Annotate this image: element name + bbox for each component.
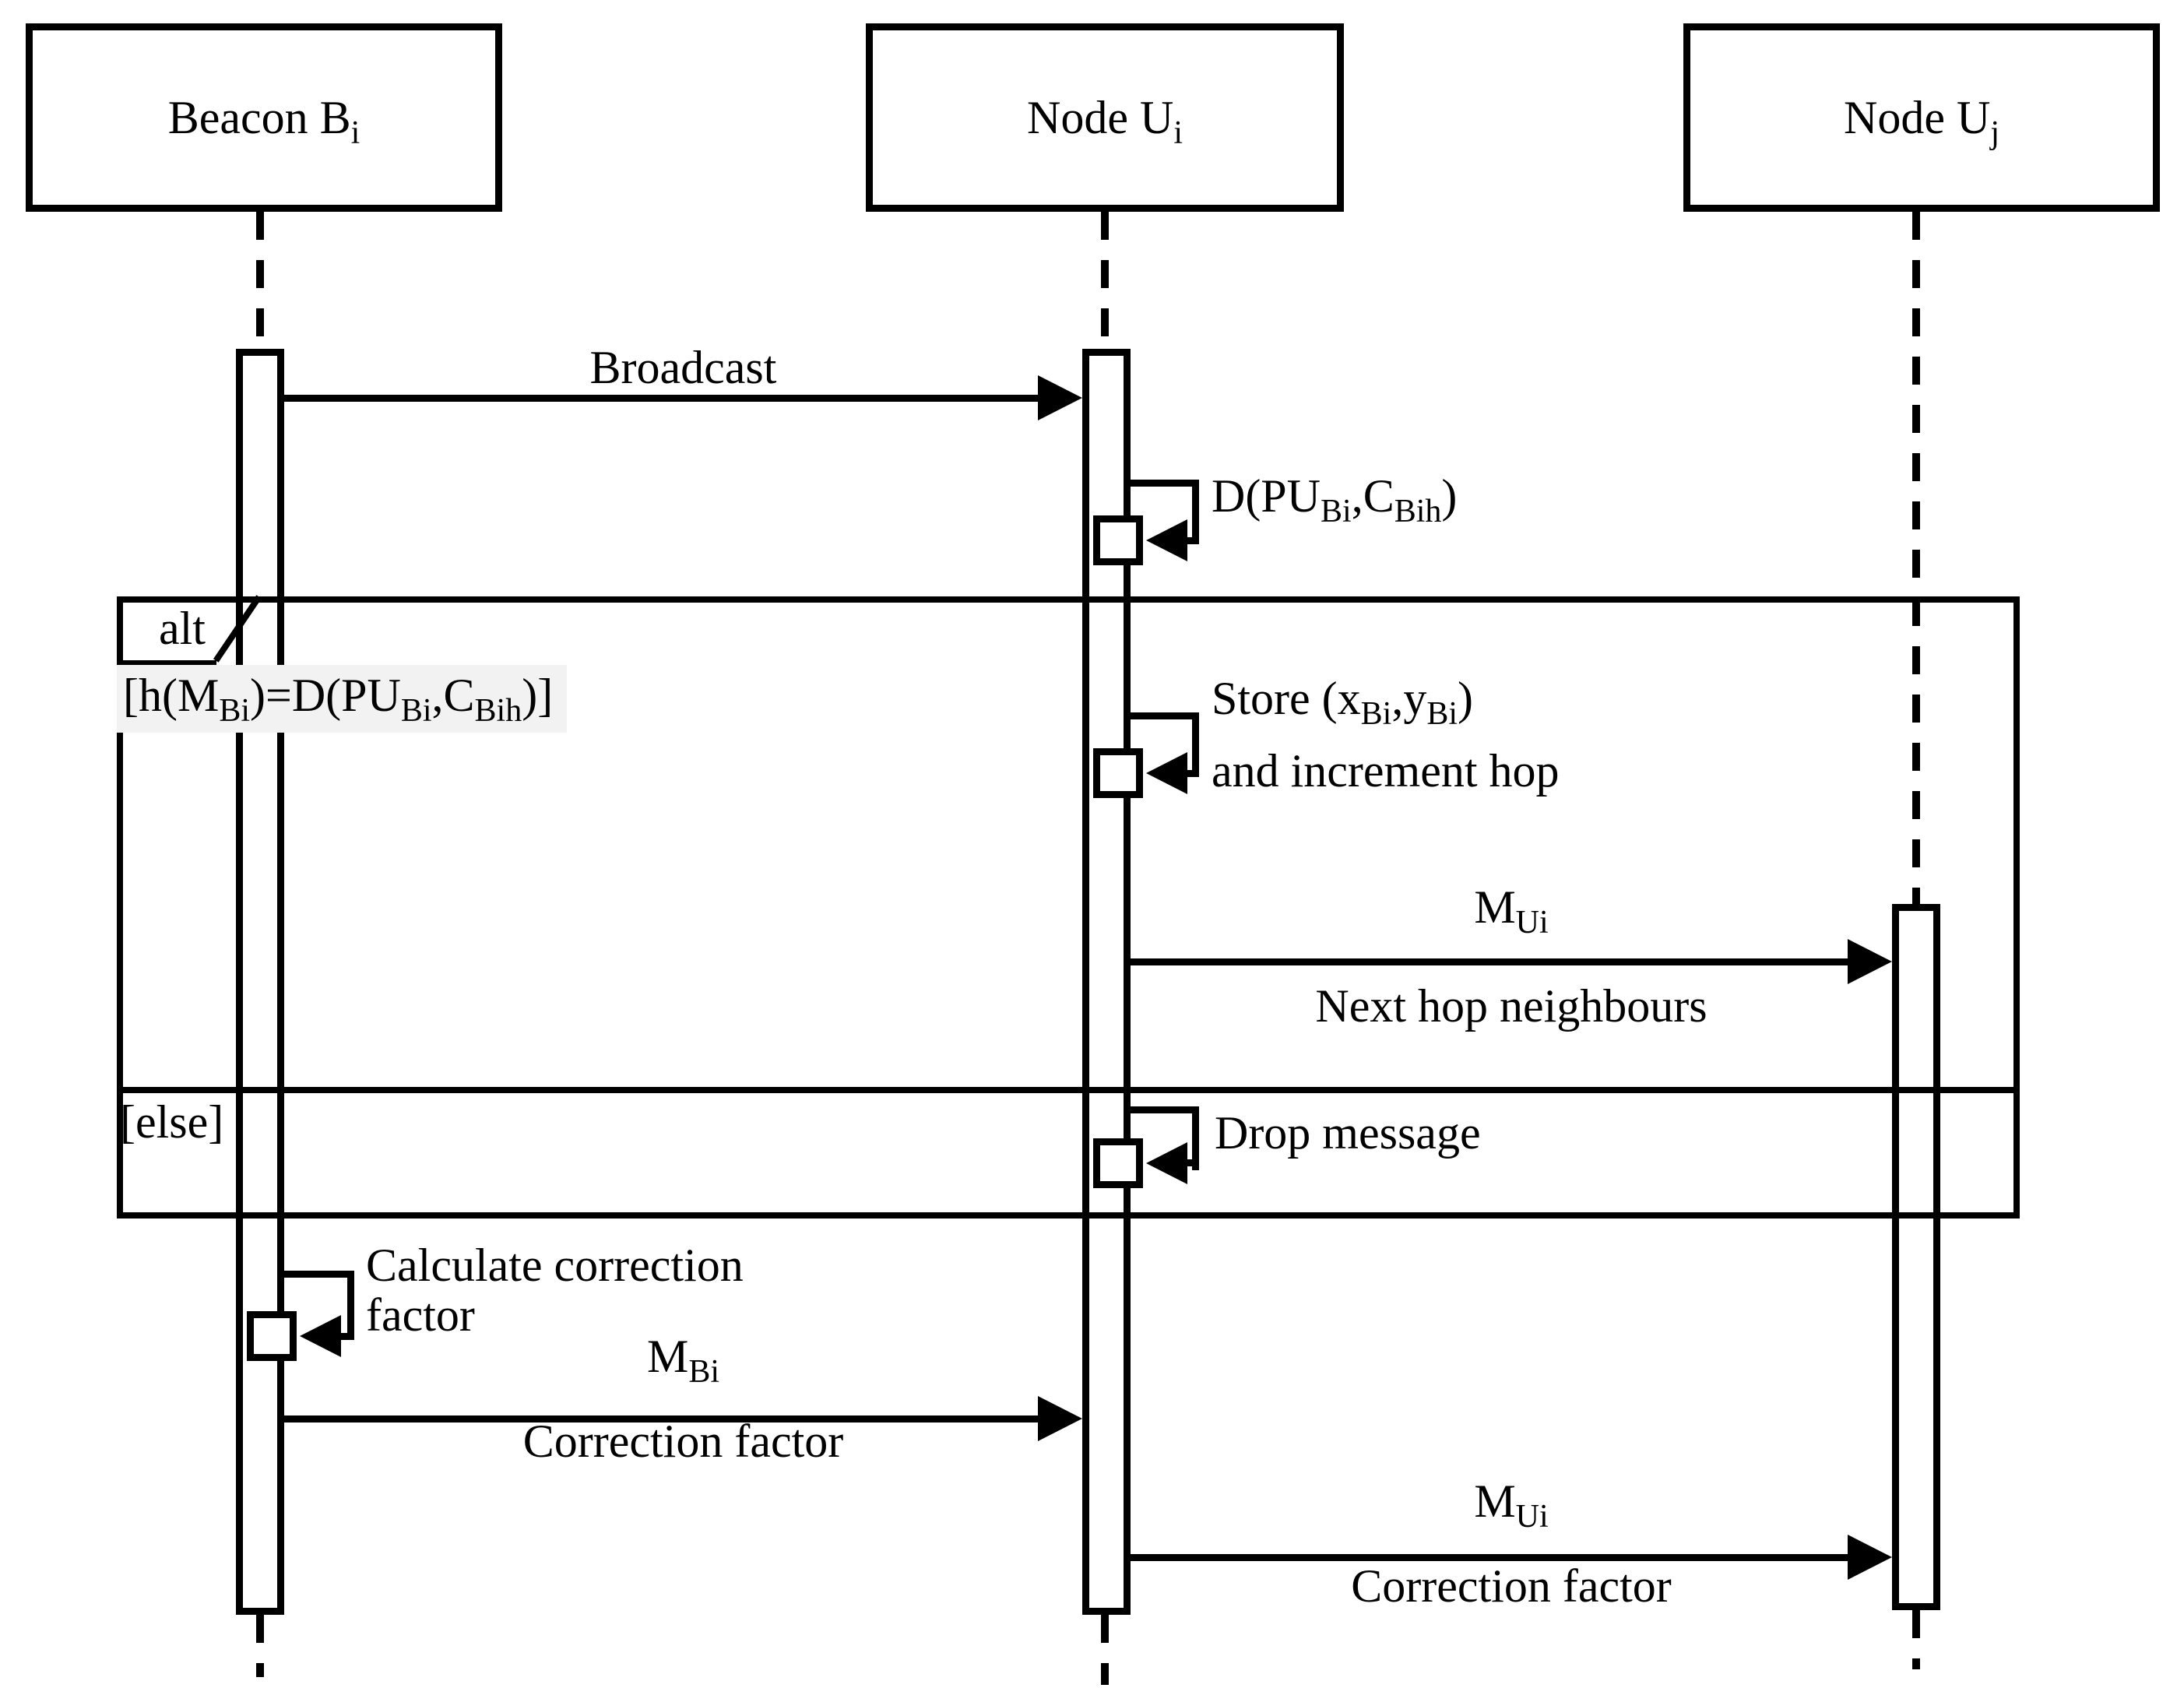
lifeline-beacon-upper — [256, 212, 264, 349]
lifeline-node-ui-upper — [1101, 212, 1109, 349]
lifeline-node-ui-lower — [1101, 1615, 1109, 1685]
text-run: Node U — [1844, 91, 1991, 143]
self-loop-calc-right — [347, 1271, 354, 1340]
message-line-mbi — [284, 1415, 1039, 1422]
subscript: Bih — [474, 693, 522, 729]
arrowhead-mui-icon — [1848, 939, 1892, 984]
subscript: Bih — [1394, 494, 1442, 529]
subscript: i — [350, 114, 360, 151]
subscript: j — [1990, 114, 1999, 151]
actor-box-node-ui: Node Ui — [866, 23, 1344, 212]
message-label-mui2: MUi — [1131, 1475, 1892, 1534]
message-line-mui2 — [1131, 1554, 1849, 1561]
text-run: D(PU — [1212, 470, 1321, 522]
message-label-next-hop: Next hop neighbours — [1315, 980, 1707, 1032]
text-run: )=D(PU — [250, 670, 401, 721]
self-loop-drop-top — [1131, 1106, 1199, 1113]
self-call-box-decrypt — [1093, 515, 1143, 565]
self-loop-decrypt-top — [1131, 480, 1199, 487]
text-run: Node U — [1027, 91, 1174, 143]
alt-pentagon-bottom — [117, 660, 216, 666]
arrowhead-drop-icon — [1146, 1142, 1187, 1184]
text-run: ) — [1441, 470, 1458, 522]
actor-box-beacon: Beacon Bi — [26, 23, 502, 212]
message-label-mui: MUi — [1131, 881, 1892, 940]
message-line-mui — [1131, 958, 1849, 965]
subscript: i — [1173, 114, 1183, 151]
arrowhead-decrypt-icon — [1146, 519, 1187, 561]
message-label-decrypt: D(PUBi,CBih) — [1212, 470, 1458, 529]
subscript: Bi — [1321, 494, 1352, 529]
arrowhead-mui2-icon — [1848, 1535, 1892, 1580]
message-label-calc-line1: Calculate correction — [366, 1240, 744, 1291]
text-run: ) — [1458, 673, 1473, 724]
message-label-mbi: MBi — [284, 1331, 1082, 1389]
arrowhead-mbi-icon — [1038, 1396, 1082, 1441]
message-label-broadcast: Broadcast — [589, 342, 777, 393]
activation-bar-beacon — [236, 349, 284, 1615]
activation-bar-node-uj — [1892, 904, 1940, 1610]
arrowhead-store-icon — [1146, 752, 1187, 794]
text-run: M — [1474, 881, 1516, 933]
alt-guard-condition: [h(MBi)=D(PUBi,CBih)] — [117, 665, 568, 733]
alt-fragment-divider — [117, 1087, 2020, 1093]
text-run: [h(M — [123, 670, 220, 721]
self-call-box-drop — [1093, 1138, 1143, 1188]
message-label-correction2: Correction factor — [1351, 1560, 1672, 1612]
else-guard-label: [else] — [120, 1096, 224, 1148]
text-run: M — [1474, 1475, 1516, 1527]
subscript: Bi — [219, 693, 250, 729]
arrowhead-broadcast-icon — [1038, 375, 1082, 420]
lifeline-beacon-lower — [256, 1615, 264, 1677]
lifeline-node-uj-lower — [1912, 1610, 1920, 1669]
text-run: ,C — [431, 670, 475, 721]
message-label-correction1: Correction factor — [522, 1415, 844, 1467]
self-call-box-calc — [247, 1311, 297, 1361]
self-loop-calc-top — [284, 1271, 354, 1278]
lifeline-node-uj-upper — [1912, 212, 1920, 904]
actor-label-node-ui: Node Ui — [1027, 91, 1183, 149]
text-run: Beacon B — [167, 91, 351, 143]
text-run: )] — [522, 670, 554, 721]
message-label-drop: Drop message — [1215, 1107, 1481, 1159]
message-label-store-line2: and increment hop — [1212, 745, 1560, 797]
self-loop-decrypt-right — [1192, 480, 1199, 544]
self-loop-drop-right — [1192, 1106, 1199, 1170]
actor-label-beacon: Beacon Bi — [167, 91, 360, 149]
message-label-calc-line2: factor — [366, 1289, 475, 1341]
self-loop-store-top — [1131, 712, 1199, 719]
subscript: Ui — [1515, 905, 1549, 941]
message-line-broadcast — [284, 395, 1039, 402]
text-run: ,C — [1351, 470, 1394, 522]
subscript: Bi — [1360, 696, 1392, 732]
subscript: Bi — [688, 1354, 720, 1390]
arrowhead-calc-icon — [300, 1315, 341, 1357]
message-label-store-line1: Store (xBi,yBi) — [1212, 673, 1473, 731]
text-run: M — [646, 1331, 689, 1382]
text-run: Store (x — [1212, 673, 1361, 724]
alt-operator-label: alt — [159, 603, 206, 654]
text-run: ,y — [1391, 673, 1427, 724]
actor-box-node-uj: Node Uj — [1683, 23, 2160, 212]
subscript: Bi — [1426, 696, 1458, 732]
subscript: Bi — [400, 693, 432, 729]
self-loop-store-right — [1192, 712, 1199, 777]
self-call-box-store — [1093, 748, 1143, 798]
subscript: Ui — [1515, 1499, 1549, 1535]
actor-label-node-uj: Node Uj — [1844, 91, 1999, 149]
